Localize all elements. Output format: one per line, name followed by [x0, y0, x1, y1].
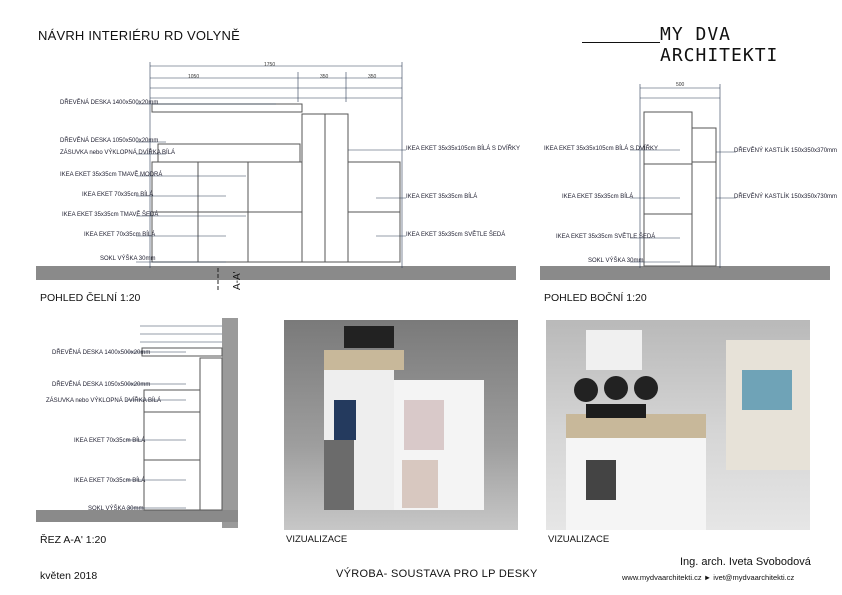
front-label-6: IKEA EKET 35x35cm TMAVĚ ŠEDÁ — [62, 212, 159, 218]
front-label-5: IKEA EKET 70x35cm BÍLÁ — [82, 192, 154, 198]
front-dim-3: 350 — [368, 74, 377, 80]
front-dim-total: 1750 — [264, 62, 276, 68]
section-label-5: IKEA EKET 70x35cm BÍLÁ — [74, 478, 146, 484]
footer-arrow-icon: ► — [703, 573, 712, 582]
brand-logo: MY DVA ARCHITEKTI — [582, 22, 822, 66]
footer-email[interactable]: ivet@mydvaarchitekti.cz — [713, 573, 795, 582]
visualization-render-1 — [284, 320, 518, 530]
front-dim-2: 350 — [320, 74, 329, 80]
footer-project: VÝROBA- SOUSTAVA PRO LP DESKY — [336, 568, 538, 580]
section-label-3: ZÁSUVKA nebo VÝKLOPNÁ DVÍŘKA BÍLÁ — [46, 398, 162, 404]
visualization-render-2 — [546, 320, 810, 530]
front-label-3: ZÁSUVKA nebo VÝKLOPNÁ DVÍŘKA BÍLÁ — [60, 150, 176, 156]
section-drawing — [36, 318, 238, 528]
front-dim-1: 1050 — [188, 74, 200, 80]
side-elevation-drawing — [540, 84, 830, 280]
footer-contact: www.mydvaarchitekti.cz ► ivet@mydvaarchi… — [622, 573, 794, 582]
front-label-2: DŘEVĚNÁ DESKA 1050x500x20mm — [60, 138, 159, 144]
front-label-7: IKEA EKET 70x35cm BÍLÁ — [84, 232, 156, 238]
front-label-8: SOKL VÝŠKA 30mm — [100, 256, 156, 262]
side-label-right-2: DŘEVĚNÝ KASTLÍK 150x350x730mm — [734, 194, 838, 200]
section-label-6: SOKL VÝŠKA 30mm — [88, 506, 144, 512]
front-label-right-2: IKEA EKET 35x35cm BÍLÁ — [406, 194, 478, 200]
side-label-right-1: DŘEVĚNÝ KASTLÍK 150x350x370mm — [734, 148, 838, 154]
section-label-1: DŘEVĚNÁ DESKA 1400x500x20mm — [52, 350, 151, 356]
side-view-label: POHLED BOČNÍ 1:20 — [544, 292, 647, 304]
viz2-label: VIZUALIZACE — [548, 534, 610, 545]
dimension-lines — [149, 62, 403, 268]
side-label-4: SOKL VÝŠKA 30mm — [588, 258, 644, 264]
side-label-1: IKEA EKET 35x35x105cm BÍLÁ S DVÍŘKY — [544, 146, 658, 152]
side-label-3: IKEA EKET 35x35cm SVĚTLE ŠEDÁ — [556, 234, 656, 240]
footer-web[interactable]: www.mydvaarchitekti.cz — [622, 573, 702, 582]
front-label-1: DŘEVĚNÁ DESKA 1400x500x20mm — [60, 100, 159, 106]
side-dim-1: 500 — [676, 82, 685, 88]
leader-lines — [136, 103, 406, 263]
front-label-right-3: IKEA EKET 35x35cm SVĚTLE ŠEDÁ — [406, 232, 506, 238]
brand-underline — [582, 42, 660, 43]
footer-date: květen 2018 — [40, 570, 98, 582]
viz1-label: VIZUALIZACE — [286, 534, 348, 545]
section-cut-label: A-A' — [232, 271, 243, 290]
section-label-4: IKEA EKET 70x35cm BÍLÁ — [74, 438, 146, 444]
front-label-right-1: IKEA EKET 35x35x105cm BÍLÁ S DVÍŘKY — [406, 146, 520, 152]
footer-author: Ing. arch. Iveta Svobodová — [680, 556, 811, 568]
front-label-4: IKEA EKET 35x35cm TMAVĚ MODRÁ — [60, 172, 163, 178]
page-title: NÁVRH INTERIÉRU RD VOLYNĚ — [38, 28, 240, 43]
brand-name: MY DVA ARCHITEKTI — [660, 24, 779, 66]
front-view-label: POHLED ČELNÍ 1:20 — [40, 292, 141, 304]
cabinet — [151, 103, 401, 263]
section-label-2: DŘEVĚNÁ DESKA 1050x500x20mm — [52, 382, 151, 388]
front-elevation-drawing — [36, 62, 516, 290]
floor — [36, 266, 516, 280]
side-label-2: IKEA EKET 35x35cm BÍLÁ — [562, 194, 634, 200]
section-view-label: ŘEZ A-A' 1:20 — [40, 534, 107, 546]
